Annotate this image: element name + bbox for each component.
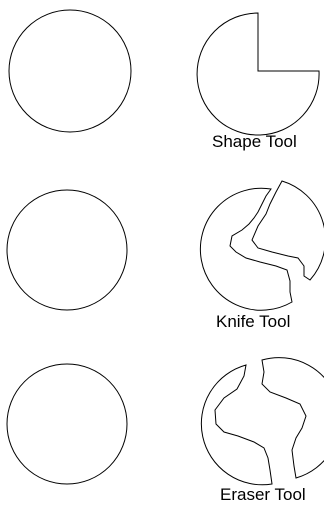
shape-tool-result	[197, 13, 319, 135]
knife-tool-result-small-piece	[252, 181, 324, 280]
shape-tool-caption: Shape Tool	[212, 133, 297, 150]
eraser-tool-result-right-piece	[262, 358, 324, 478]
knife-tool-caption: Knife Tool	[216, 313, 290, 330]
original-circle-eraser-row	[7, 364, 127, 484]
eraser-tool-result-left-piece	[201, 365, 272, 485]
eraser-tool-caption: Eraser Tool	[220, 486, 306, 503]
original-circle-shape-row	[9, 10, 131, 132]
original-circle-knife-row	[7, 190, 127, 310]
knife-tool-result-large-piece	[200, 188, 292, 310]
